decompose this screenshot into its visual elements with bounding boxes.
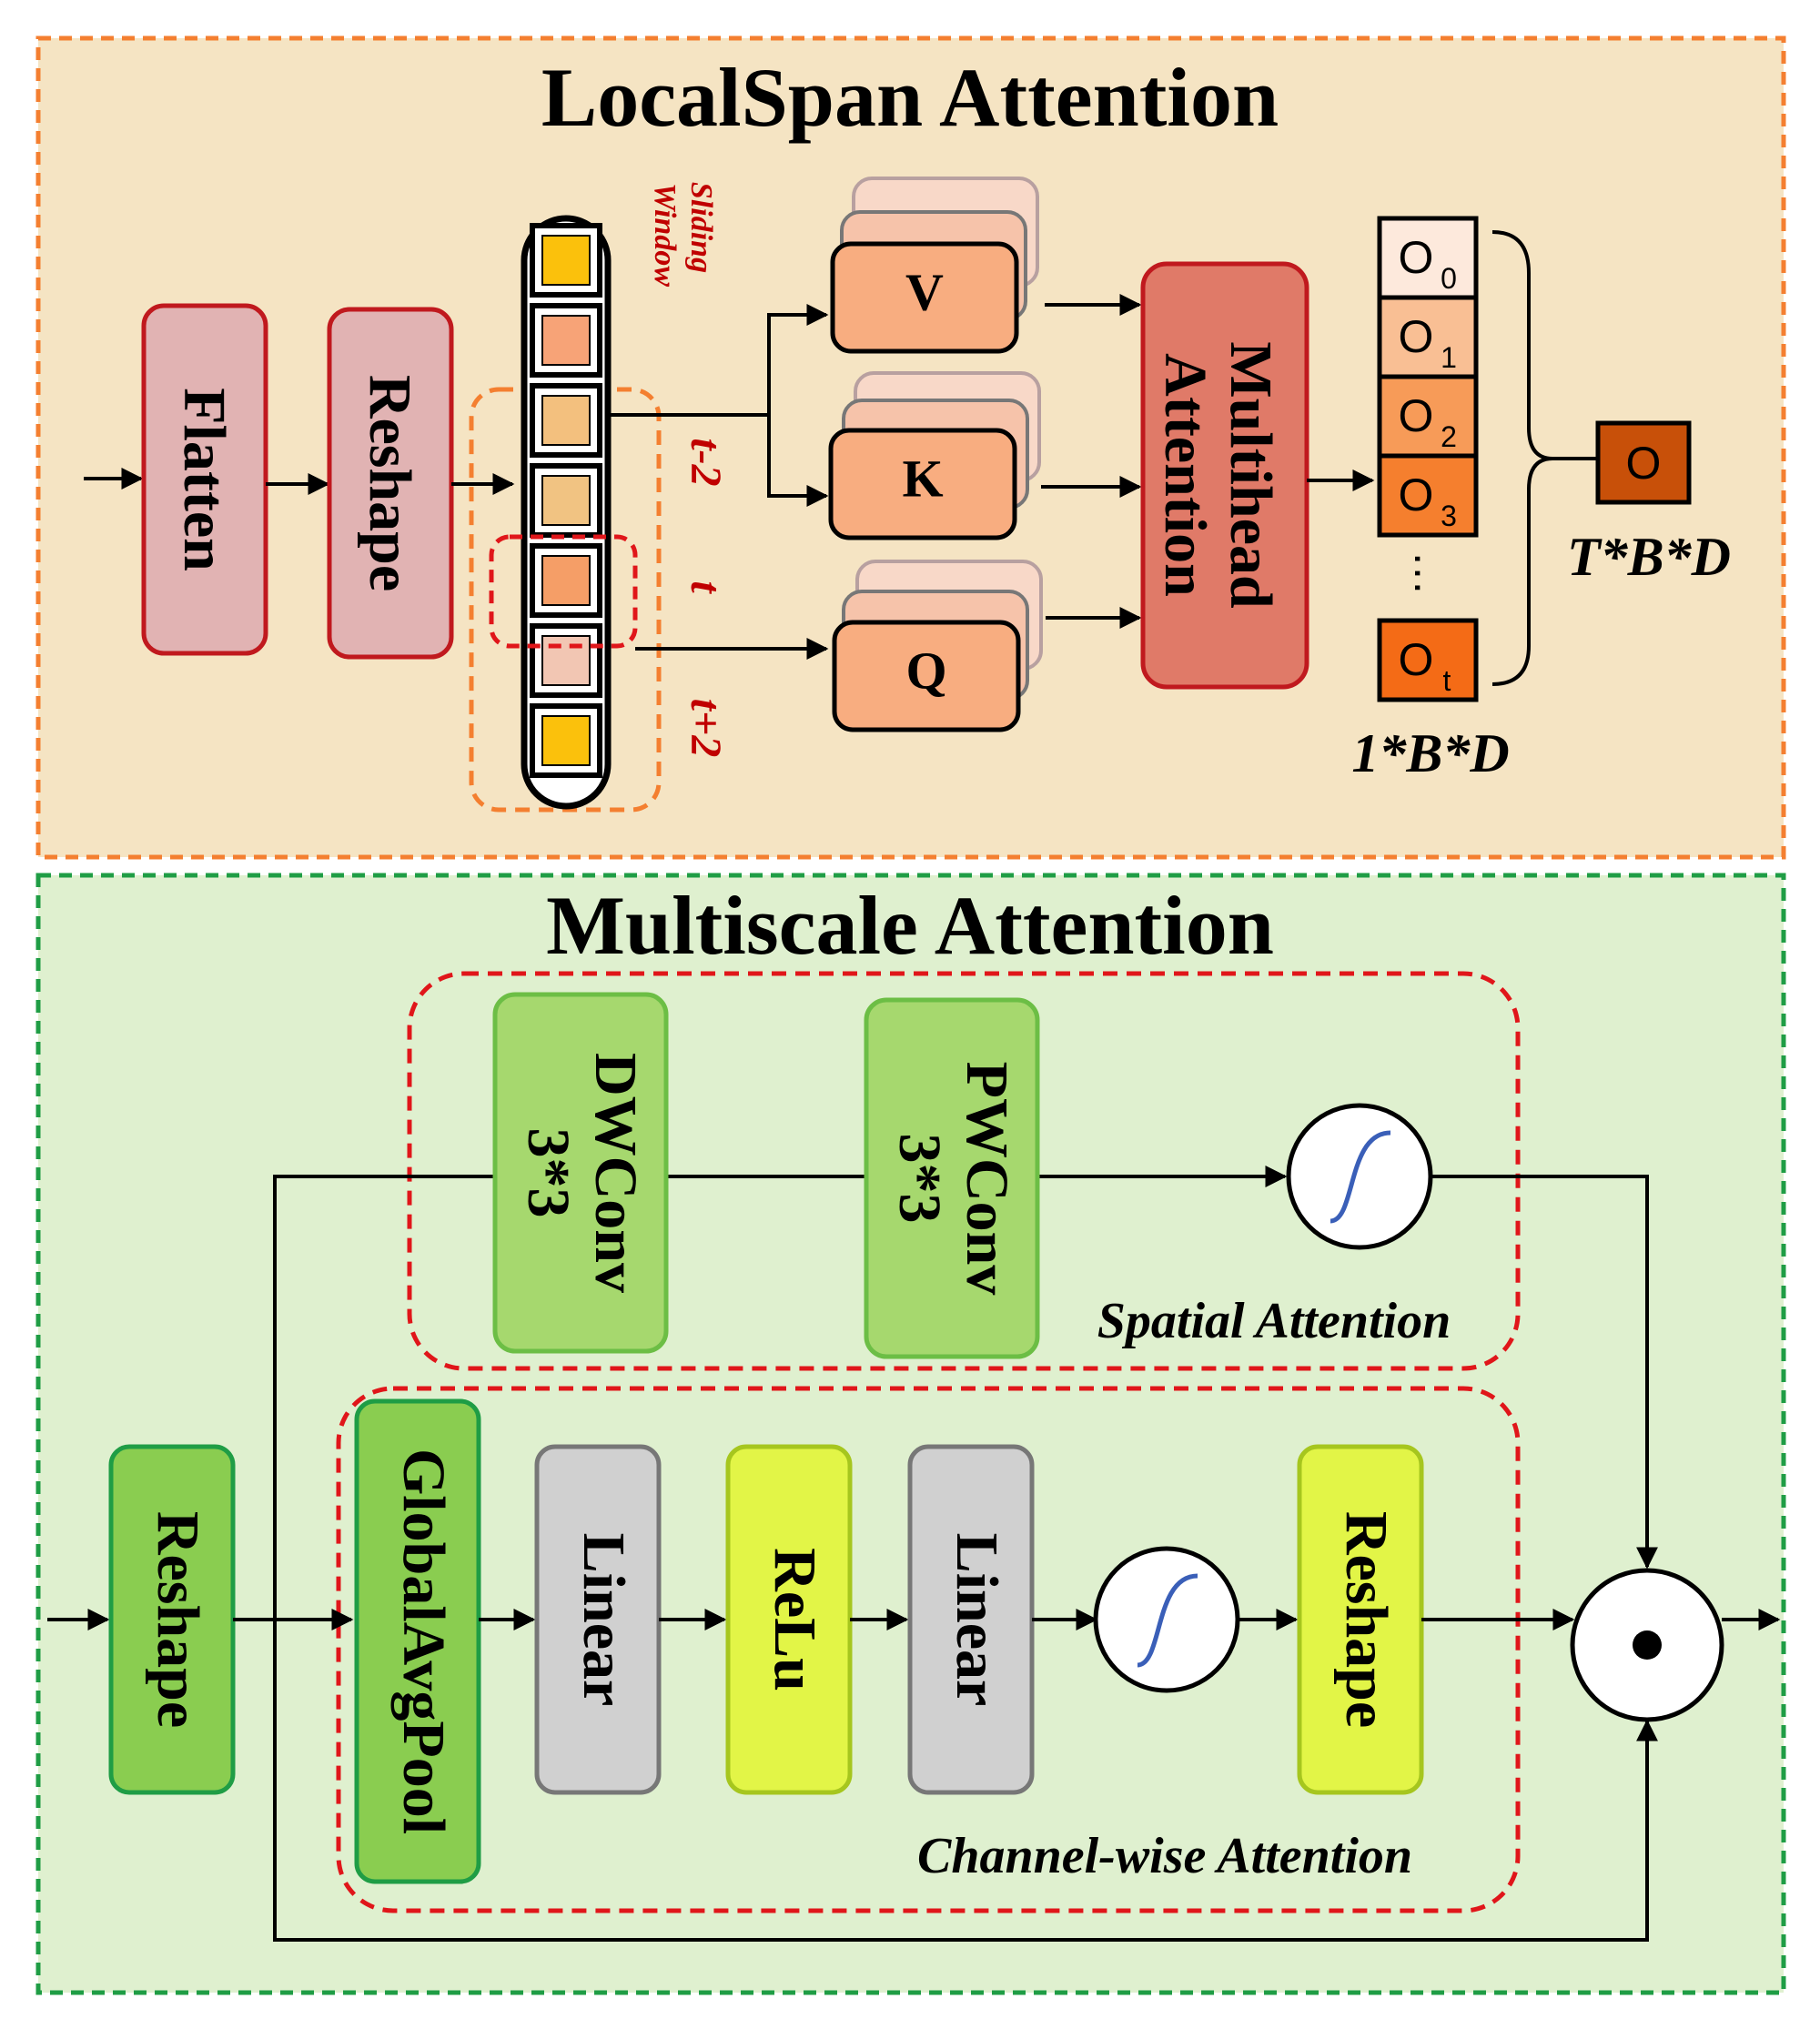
spatial-sigmoid-icon [1286,1103,1433,1250]
output-token-t-sub: t [1443,664,1451,697]
final-output-o [1595,420,1692,505]
output-token-t [1377,618,1479,702]
output-token-1 [1377,295,1479,379]
k-block: K [828,371,1041,540]
dim-1bd-label: 1*B*D [1351,723,1509,783]
channel-attention-box [336,1386,1521,1913]
pwconv-kernel-label: 3*3 [886,1134,953,1224]
output-token-0-sub: 0 [1441,262,1457,295]
k-label: K [902,449,943,508]
output-token-3-label: O [1399,469,1434,520]
multihead-label: Multihead [1218,341,1284,608]
globalavgpool-block: GlobalAvgPool [354,1398,481,1884]
v-block: V [830,177,1039,354]
linear2-block: Linear [907,1444,1035,1795]
spatial-to-multiply-arrow [1431,1175,1658,1570]
reshape-in-block: Reshape [108,1444,236,1795]
spatial-attention-label: Spatial Attention [1097,1293,1451,1349]
spatial-attention-box [407,971,1521,1371]
window-to-k-arrow [767,415,829,507]
pwconv-label: PWConv [954,1062,1020,1296]
dim-tbd-label: T*B*D [1567,527,1731,587]
window-to-v-arrow [608,304,829,417]
output-token-3 [1377,453,1479,538]
t-minus-2-label: t-2 [682,438,730,486]
output-token-t-label: O [1399,634,1434,685]
output-token-0-label: O [1399,232,1434,283]
localspan-title: LocalSpan Attention [541,51,1279,144]
pwconv-block: PWConv 3*3 [864,997,1040,1359]
multihead-attention-block: Multihead Attention [1140,261,1309,690]
multiply-icon [1570,1568,1724,1722]
q-block: Q [832,560,1043,732]
linear1-block: Linear [534,1444,662,1795]
reshape-label: Reshape [357,375,423,591]
residual-path-line [273,1620,1658,1942]
v-label: V [905,262,944,321]
output-token-1-label: O [1399,311,1434,362]
attention-label: Attention [1152,353,1218,597]
final-output-o-label: O [1626,438,1662,489]
sliding-window-label-1: Sliding [684,182,718,273]
reshape-out-block: Reshape [1297,1444,1424,1795]
output-token-2-sub: 2 [1441,420,1457,453]
token-sequence [521,215,612,810]
dwconv-kernel-label: 3*3 [515,1128,581,1218]
reshape-in-label: Reshape [145,1511,211,1728]
reshape-out-label: Reshape [1333,1511,1400,1728]
reshape-block: Reshape [327,307,454,660]
linear1-label: Linear [571,1533,637,1707]
relu-block: ReLu [725,1444,853,1795]
multiscale-title: Multiscale Attention [546,879,1274,972]
linear2-label: Linear [944,1533,1010,1707]
relu-label: ReLu [762,1548,828,1691]
sliding-window-label-2: Window [648,183,682,287]
globalavgpool-label: GlobalAvgPool [390,1449,457,1834]
t-label: t [682,580,730,594]
sliding-window-box [469,387,662,813]
t-plus-2-label: t+2 [682,699,730,758]
output-ellipsis: … [1405,550,1456,596]
output-tokens: O 0 O 1 O 2 O 3 … O t [1377,216,1479,702]
output-token-1-sub: 1 [1441,341,1457,374]
q-label: Q [905,641,946,700]
flatten-block: Flatten [141,303,268,656]
output-token-3-sub: 3 [1441,500,1457,532]
current-token-box [489,534,638,649]
channel-attention-label: Channel-wise Attention [917,1828,1412,1884]
output-token-2-label: O [1399,390,1434,441]
dwconv-label: DWConv [582,1053,649,1293]
flatten-label: Flatten [171,388,238,571]
dwconv-block: DWConv 3*3 [492,992,669,1354]
channel-sigmoid-icon [1093,1546,1240,1693]
